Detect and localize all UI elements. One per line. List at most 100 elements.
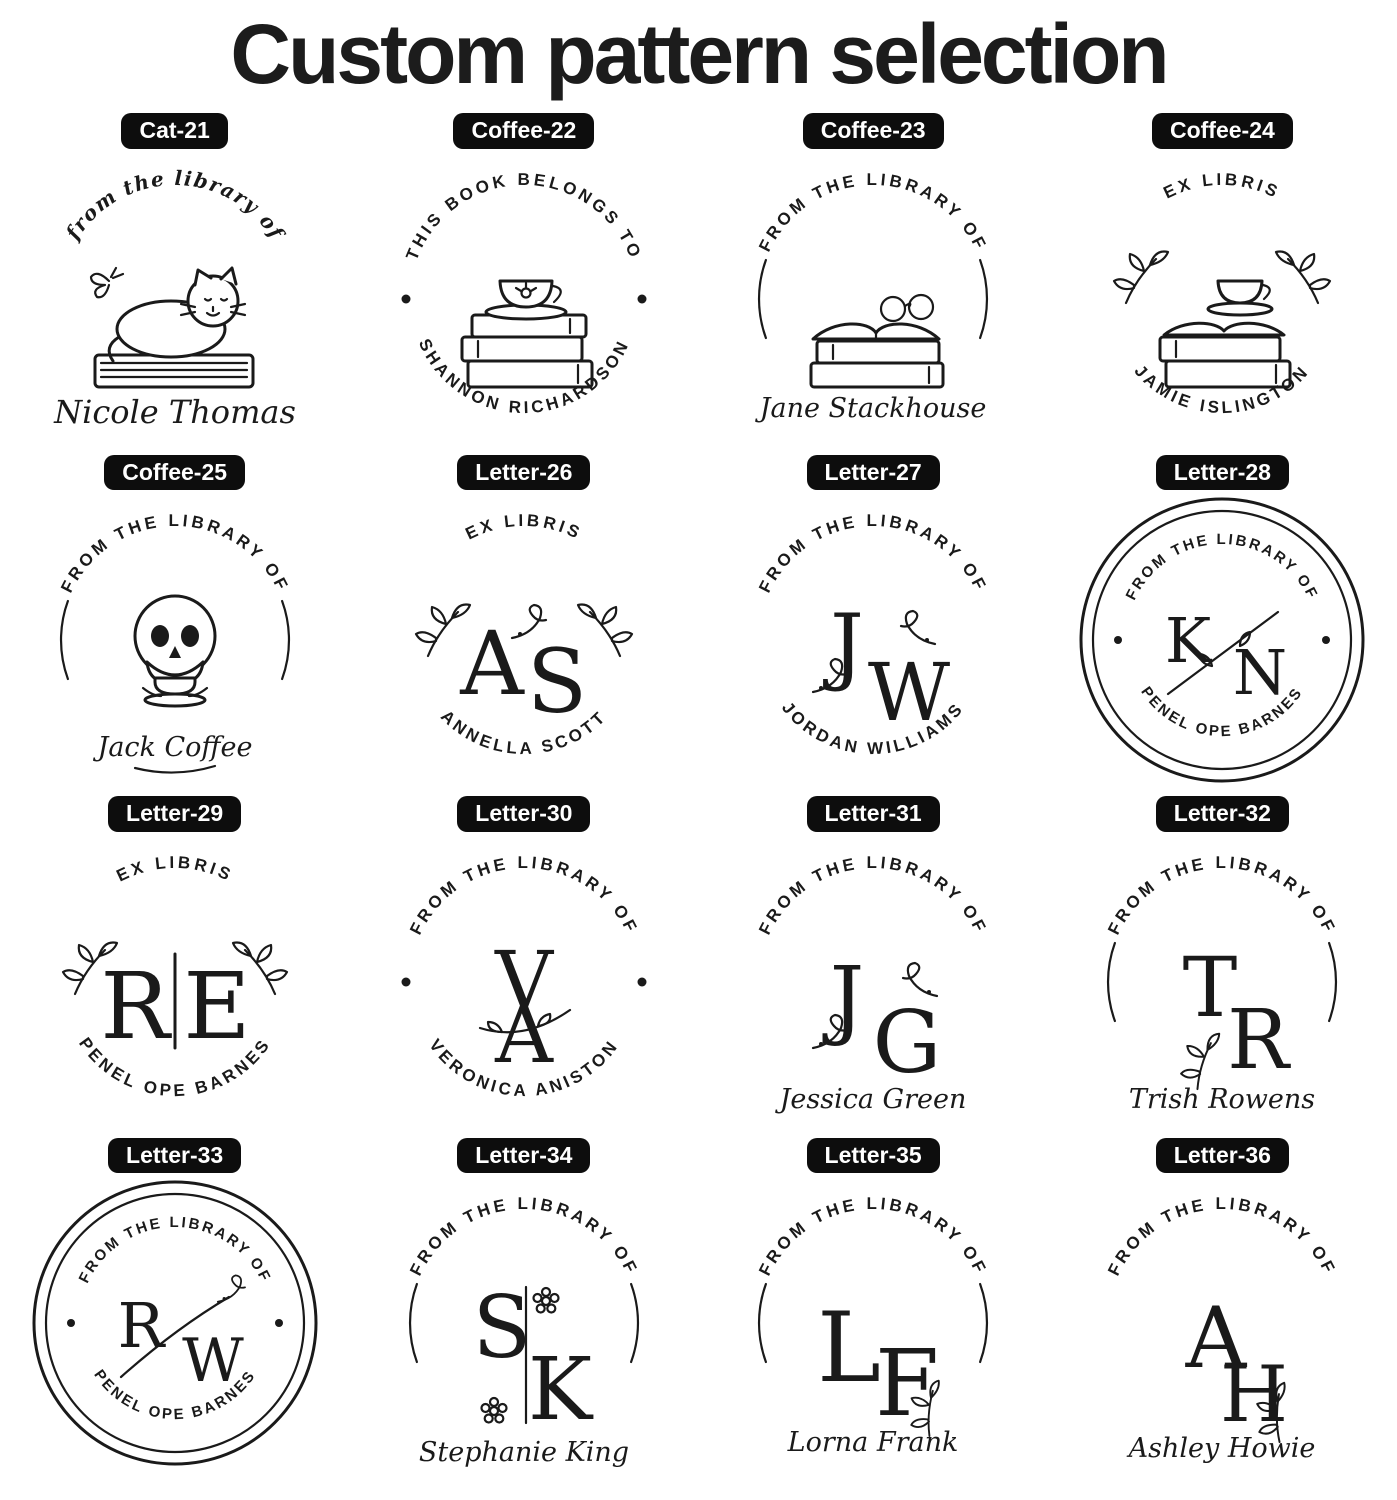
cat-on-book-icon — [89, 266, 255, 389]
side-dot — [274, 1319, 283, 1328]
side-dot — [1322, 636, 1331, 645]
pattern-badge: Letter-26 — [457, 454, 591, 491]
pattern-badge: Letter-36 — [1155, 1137, 1289, 1174]
arc-text-top: FROM THE LIBRARY OF — [406, 853, 642, 938]
vine-flourish-icon — [216, 1274, 246, 1304]
monogram-letter-left: J — [822, 596, 864, 694]
stamp-letter-26: EX LIBRIS A S ANNELLA SCOTT — [414, 511, 633, 758]
monogram-letter-left: T — [1183, 941, 1238, 1036]
monogram-letter-left: L — [817, 1292, 881, 1404]
monogram-letter-left: S — [472, 1278, 531, 1378]
circle-border-right — [979, 1283, 989, 1364]
pattern-badge: Coffee-25 — [104, 454, 246, 491]
pattern-card-letter-35[interactable]: Letter-35 FROM THE LIBRARY OF L F Lorna … — [699, 1137, 1048, 1474]
stamp-letter-33: FROM THE LIBRARY OF R W PENEL OPE BARNES — [32, 1180, 318, 1466]
open-book-glasses-icon — [809, 293, 945, 389]
flower-on-cup-icon — [514, 281, 537, 299]
pattern-card-letter-33[interactable]: Letter-33 FROM THE LIBRARY OF R W PENEL … — [0, 1137, 349, 1474]
outer-circle-border — [1079, 497, 1365, 783]
side-dot — [637, 294, 647, 304]
books-coffee-icon — [460, 279, 594, 389]
side-dot — [637, 977, 647, 987]
stamp-letter-27: FROM THE LIBRARY OF J W JORDAN WILLIAMS — [755, 511, 991, 758]
monogram-letter-left: R — [100, 953, 172, 1060]
side-dot — [401, 294, 411, 304]
circle-border-right — [1328, 941, 1338, 1022]
monogram-letter-right: N — [1233, 636, 1287, 709]
arc-text-top: FROM THE LIBRARY OF — [755, 853, 991, 938]
stamp-name: Jane Stackhouse — [755, 393, 987, 424]
monogram-letter-right: K — [528, 1340, 594, 1440]
stamp-letter-36: FROM THE LIBRARY OF A H Ashley Howie — [1105, 1194, 1341, 1464]
vine-flourish-icon — [900, 610, 937, 646]
pattern-badge: Letter-33 — [108, 1137, 242, 1174]
vine-flourish-icon — [902, 961, 939, 997]
pattern-card-letter-26[interactable]: Letter-26 EX LIBRIS A S ANNELLA SCOTT — [349, 454, 698, 791]
pattern-card-letter-27[interactable]: Letter-27 FROM THE LIBRARY OF J W JORDAN… — [699, 454, 1048, 791]
floral-sprig-icon — [1113, 250, 1170, 304]
pattern-card-letter-34[interactable]: Letter-34 FROM THE LIBRARY OF S K Stepha… — [349, 1137, 698, 1474]
monogram-letter-right: R — [1228, 993, 1292, 1088]
diagonal-divider — [1167, 611, 1280, 696]
arc-text-top: from the library of — [59, 166, 290, 246]
monogram-letter-right: S — [527, 630, 587, 733]
arc-text-top: FROM THE LIBRARY OF — [755, 511, 991, 596]
books-coffee-floral-icon — [1158, 279, 1292, 389]
outer-circle-border — [32, 1180, 318, 1466]
stamp-name: Stephanie King — [419, 1437, 629, 1468]
pattern-card-coffee-22[interactable]: Coffee-22 THIS BOOK BELONGS TO — [349, 113, 698, 449]
monogram-letter-right: E — [183, 953, 250, 1060]
inner-circle-border — [44, 1193, 305, 1454]
pattern-badge: Letter-31 — [806, 796, 940, 832]
arc-text-top: FROM THE LIBRARY OF — [57, 511, 293, 596]
monogram-letter-right: G — [873, 993, 942, 1093]
arc-text-top: EX LIBRIS — [462, 511, 585, 544]
flower-icon — [480, 1397, 508, 1424]
stamp-cat-21: from the library of — [53, 166, 296, 431]
monogram-letter-right: A — [494, 988, 554, 1081]
circle-border-left — [59, 600, 69, 681]
arc-text-top: FROM THE LIBRARY OF — [1105, 853, 1341, 938]
pattern-badge: Cat-21 — [121, 113, 228, 149]
circle-border-left — [1107, 941, 1117, 1022]
arc-text-top: FROM THE LIBRARY OF — [755, 1194, 991, 1279]
monogram-letter-left: A — [1185, 1289, 1248, 1387]
circle-border-right — [979, 258, 989, 339]
pattern-card-coffee-24[interactable]: Coffee-24 EX LIBRIS JAMIE ISLINGTON — [1048, 113, 1397, 449]
circle-border-right — [629, 1283, 639, 1364]
inner-circle-border — [1092, 510, 1353, 771]
arc-text-top: EX LIBRIS — [1161, 169, 1284, 202]
circle-border-left — [758, 1283, 768, 1364]
arc-text-top: FROM THE LIBRARY OF — [755, 170, 991, 255]
side-dot — [401, 977, 411, 987]
pattern-card-cat-21[interactable]: Cat-21 from the library of — [0, 113, 349, 449]
stamp-coffee-24: EX LIBRIS JAMIE ISLINGTON — [1113, 169, 1332, 417]
monogram-letter-right: W — [182, 1326, 244, 1396]
flower-icon — [532, 1287, 560, 1314]
monogram-letter-right: W — [868, 646, 950, 739]
stamp-letter-34: FROM THE LIBRARY OF S K Stephanie King — [406, 1194, 639, 1468]
pattern-badge: Letter-28 — [1155, 454, 1289, 491]
pattern-card-coffee-25[interactable]: Coffee-25 FROM THE LIBRARY OF Jack Coffe… — [0, 454, 349, 791]
circle-border-left — [408, 1283, 418, 1364]
monogram-letter-left: J — [822, 949, 864, 1049]
arc-text-top: EX LIBRIS — [113, 853, 236, 886]
stamp-letter-32: FROM THE LIBRARY OF T R Trish Rowens — [1105, 853, 1341, 1115]
pattern-card-letter-32[interactable]: Letter-32 FROM THE LIBRARY OF T R Trish … — [1048, 796, 1397, 1132]
pattern-card-letter-30[interactable]: Letter-30 FROM THE LIBRARY OF V A VERONI… — [349, 796, 698, 1132]
pattern-card-letter-29[interactable]: Letter-29 EX LIBRIS R E PENEL OPE BARNES — [0, 796, 349, 1132]
skull-coffee-icon — [133, 594, 217, 708]
stamp-name: Nicole Thomas — [53, 393, 296, 431]
stamp-letter-35: FROM THE LIBRARY OF L F Lorna Frank — [755, 1194, 991, 1458]
pattern-card-letter-36[interactable]: Letter-36 FROM THE LIBRARY OF A H Ashley… — [1048, 1137, 1397, 1474]
pattern-card-coffee-23[interactable]: Coffee-23 FROM THE LIBRARY OF — [699, 113, 1048, 449]
side-dot — [66, 1319, 75, 1328]
monogram-letter-left: A — [459, 612, 525, 715]
flourish-divider — [119, 1296, 230, 1379]
arc-text-top: FROM THE LIBRARY OF — [1105, 1194, 1341, 1279]
pattern-badge: Letter-30 — [457, 796, 591, 832]
leaf-accents-icon — [486, 1012, 552, 1033]
circle-border-left — [758, 258, 768, 339]
pattern-card-letter-28[interactable]: Letter-28 FROM THE LIBRARY OF K N PENEL … — [1048, 454, 1397, 791]
pattern-card-letter-31[interactable]: Letter-31 FROM THE LIBRARY OF J G Jessic… — [699, 796, 1048, 1132]
